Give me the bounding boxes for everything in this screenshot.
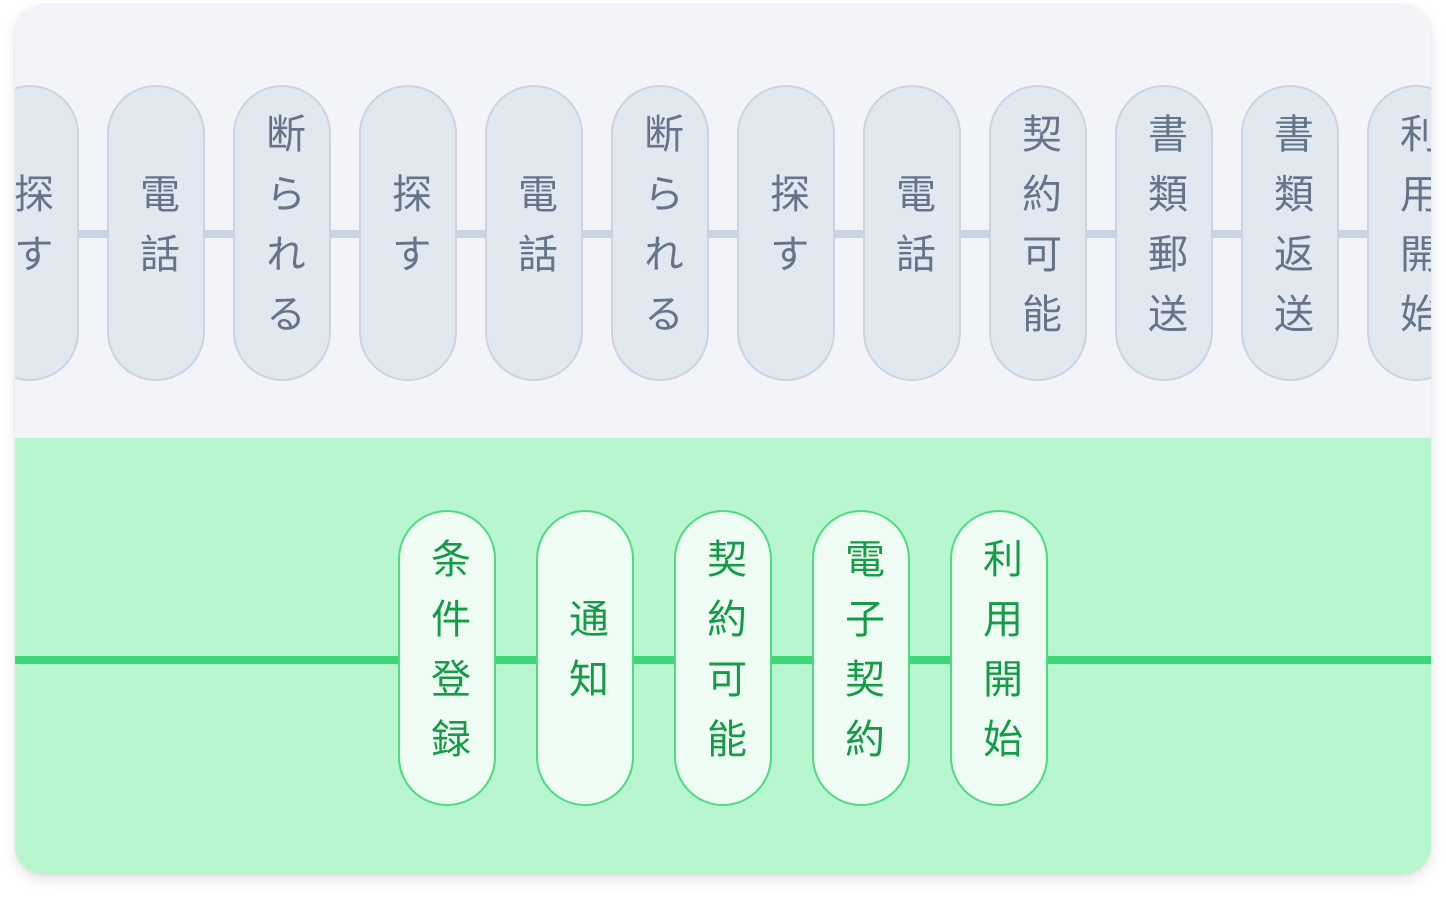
after-flow-panel: 条件登録 通知 契約可能 電子契約 利用開始 bbox=[15, 438, 1431, 874]
step-label: 探す bbox=[763, 173, 809, 293]
step-label: 探す bbox=[385, 173, 431, 293]
step-label: 通知 bbox=[562, 598, 608, 718]
before-step: 電話 bbox=[485, 85, 583, 381]
step-label: 書類返送 bbox=[1267, 113, 1313, 353]
before-flow-line bbox=[15, 230, 1431, 238]
after-step: 条件登録 bbox=[398, 510, 496, 806]
step-label: 電話 bbox=[889, 173, 935, 293]
before-step: 書類返送 bbox=[1241, 85, 1339, 381]
before-step: 電話 bbox=[107, 85, 205, 381]
after-step: 契約可能 bbox=[674, 510, 772, 806]
step-label: 探す bbox=[15, 173, 53, 293]
before-step: 断られる bbox=[611, 85, 709, 381]
before-step: 探す bbox=[15, 85, 79, 381]
before-step: 利用開始 bbox=[1367, 85, 1431, 381]
step-label: 契約可能 bbox=[1015, 113, 1061, 353]
step-label: 電話 bbox=[511, 173, 557, 293]
comparison-card: 探す 電話 断られる 探す 電話 断られる 探す 電話 契約可能 書類郵送 書類 bbox=[15, 4, 1431, 874]
step-label: 断られる bbox=[637, 113, 683, 353]
step-label: 断られる bbox=[259, 113, 305, 353]
step-label: 書類郵送 bbox=[1141, 113, 1187, 353]
after-step: 利用開始 bbox=[950, 510, 1048, 806]
before-flow-panel: 探す 電話 断られる 探す 電話 断られる 探す 電話 契約可能 書類郵送 書類 bbox=[15, 4, 1431, 438]
before-step: 探す bbox=[359, 85, 457, 381]
before-step: 断られる bbox=[233, 85, 331, 381]
step-label: 条件登録 bbox=[424, 538, 470, 778]
step-label: 利用開始 bbox=[1393, 113, 1431, 353]
step-label: 利用開始 bbox=[976, 538, 1022, 778]
step-label: 電子契約 bbox=[838, 538, 884, 778]
before-step: 契約可能 bbox=[989, 85, 1087, 381]
step-label: 電話 bbox=[133, 173, 179, 293]
before-step: 電話 bbox=[863, 85, 961, 381]
after-step: 電子契約 bbox=[812, 510, 910, 806]
before-step: 探す bbox=[737, 85, 835, 381]
step-label: 契約可能 bbox=[700, 538, 746, 778]
before-step: 書類郵送 bbox=[1115, 85, 1213, 381]
after-step: 通知 bbox=[536, 510, 634, 806]
